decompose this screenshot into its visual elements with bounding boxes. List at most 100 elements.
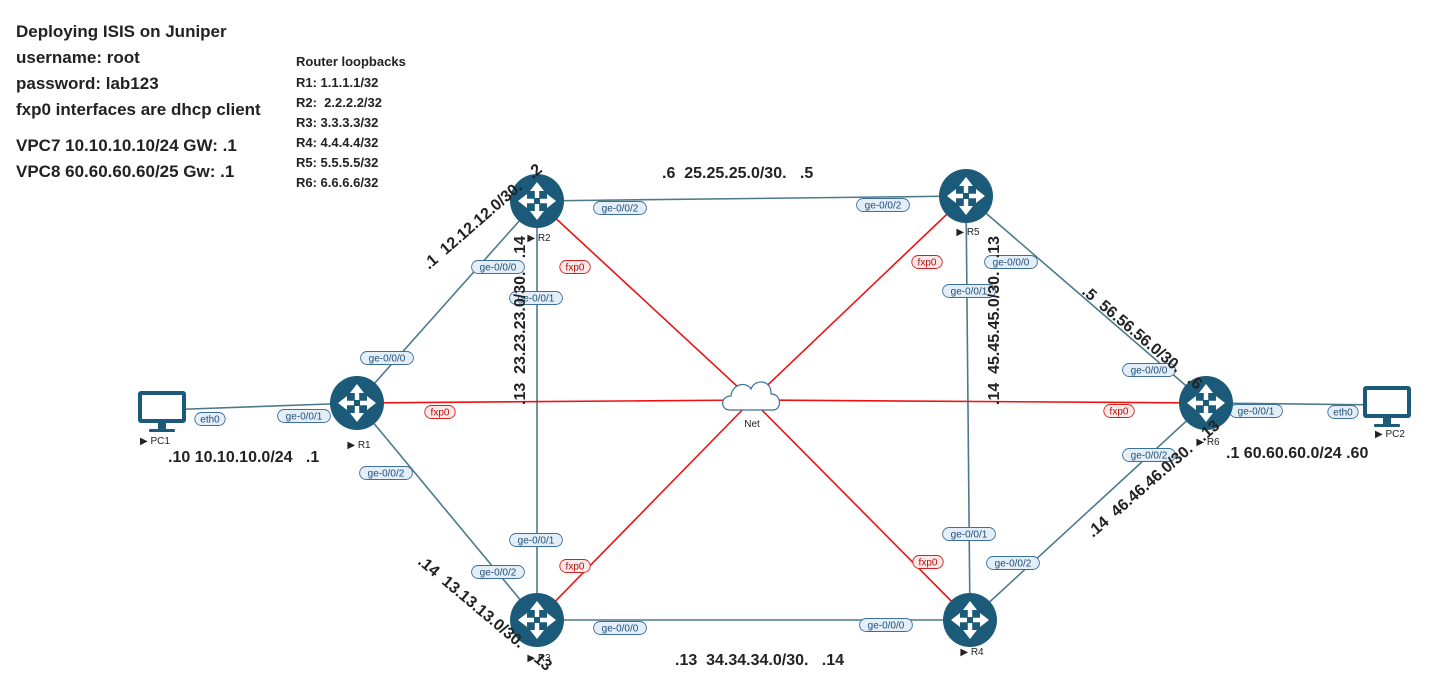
svg-text:ge-0/0/2: ge-0/0/2 xyxy=(480,568,517,579)
interface-label-eth0: eth0 xyxy=(194,412,226,426)
loopback-r5: R5: 5.5.5.5/32 xyxy=(296,155,379,170)
cloud-icon[interactable] xyxy=(722,381,781,411)
interface-label-ge-0-0-1: ge-0/0/1 xyxy=(942,527,996,541)
node-label-r3: ▶ R3 xyxy=(527,653,551,664)
link-r5-r4 xyxy=(965,195,971,621)
link-r2-net xyxy=(536,200,753,401)
interface-label-ge-0-0-1: ge-0/0/1 xyxy=(277,409,331,423)
loopback-r3: R3: 3.3.3.3/32 xyxy=(296,115,379,130)
interface-label-ge-0-0-0: ge-0/0/0 xyxy=(984,255,1038,269)
nodes-layer: ▶ PC1 ▶ R1 ▶ R2 ▶ R3 ▶ R4 ▶ R5 ▶ R6 ▶ PC2 Net xyxy=(138,169,1411,664)
interface-label-fxp0: fxp0 xyxy=(559,559,591,573)
link-r4-net xyxy=(751,399,971,621)
link-r1-r2 xyxy=(356,200,538,404)
svg-text:ge-0/0/2: ge-0/0/2 xyxy=(1131,451,1168,462)
interface-labels-layer: eth0 ge-0/0/1 ge-0/0/0 ge-0/0/0 ge-0/0/2 ge-0… xyxy=(194,198,1359,635)
router-r3-icon[interactable] xyxy=(510,593,564,647)
interface-label-ge-0-0-2: ge-0/0/2 xyxy=(593,201,647,215)
node-label-r1: ▶ R1 xyxy=(347,440,371,451)
svg-text:ge-0/0/1: ge-0/0/1 xyxy=(1238,407,1275,418)
router-r1-icon[interactable] xyxy=(330,376,384,430)
link-r2-r5 xyxy=(536,195,967,202)
svg-text:fxp0: fxp0 xyxy=(918,258,937,269)
svg-text:fxp0: fxp0 xyxy=(919,558,938,569)
svg-text:ge-0/0/1: ge-0/0/1 xyxy=(951,530,988,541)
router-r4-icon[interactable] xyxy=(943,593,997,647)
interface-label-ge-0-0-0: ge-0/0/0 xyxy=(1122,363,1176,377)
svg-text:eth0: eth0 xyxy=(1333,408,1353,419)
pc-pc1-icon[interactable] xyxy=(138,391,186,432)
lab-password: password: lab123 xyxy=(16,74,159,93)
loopback-r6: R6: 6.6.6.6/32 xyxy=(296,175,379,190)
svg-text:fxp0: fxp0 xyxy=(1110,407,1129,418)
link-pc1-r1 xyxy=(161,402,358,411)
svg-text:ge-0/0/0: ge-0/0/0 xyxy=(602,624,639,635)
lab-vpc8: VPC8 60.60.60.60/25 Gw: .1 xyxy=(16,162,235,181)
subnet-label: .1 60.60.60.0/24 .60 xyxy=(1226,445,1368,462)
link-r1-net xyxy=(356,399,753,404)
lab-fxp0-note: fxp0 interfaces are dhcp client xyxy=(16,100,261,119)
router-r6-icon[interactable] xyxy=(1179,376,1233,430)
svg-text:ge-0/0/1: ge-0/0/1 xyxy=(518,294,555,305)
svg-text:fxp0: fxp0 xyxy=(566,263,585,274)
subnet-label: .13 23.23.23.0/30. .14 xyxy=(512,236,529,405)
links-layer xyxy=(161,195,1388,621)
node-label-pc2: ▶ PC2 xyxy=(1375,429,1405,440)
lab-info: Deploying ISIS on Juniper username: root… xyxy=(16,19,261,185)
interface-label-ge-0-0-0: ge-0/0/0 xyxy=(859,618,913,632)
interface-label-ge-0-0-1: ge-0/0/1 xyxy=(509,533,563,547)
subnet-label: .6 25.25.25.0/30. .5 xyxy=(662,165,813,182)
loopbacks-heading: Router loopbacks xyxy=(296,54,406,69)
link-r5-net xyxy=(751,195,967,401)
subnet-label: .10 10.10.10.0/24 .1 xyxy=(168,449,319,466)
lab-title: Deploying ISIS on Juniper xyxy=(16,22,227,41)
interface-label-ge-0-0-0: ge-0/0/0 xyxy=(360,351,414,365)
svg-text:ge-0/0/1: ge-0/0/1 xyxy=(286,412,323,423)
router-r2-icon[interactable] xyxy=(510,174,564,228)
interface-label-ge-0-0-0: ge-0/0/0 xyxy=(471,260,525,274)
interface-label-ge-0-0-2: ge-0/0/2 xyxy=(986,556,1040,570)
svg-text:ge-0/0/0: ge-0/0/0 xyxy=(1131,366,1168,377)
node-label-r5: ▶ R5 xyxy=(956,227,980,238)
link-r6-net xyxy=(751,399,1207,404)
interface-label-eth0: eth0 xyxy=(1327,405,1359,419)
svg-text:ge-0/0/2: ge-0/0/2 xyxy=(602,204,639,215)
link-r4-r6 xyxy=(969,402,1207,621)
subnet-label: .14 46.46.46.0/30. .13 xyxy=(1084,417,1223,541)
lab-vpc7: VPC7 10.10.10.10/24 GW: .1 xyxy=(16,136,237,155)
svg-text:ge-0/0/1: ge-0/0/1 xyxy=(951,287,988,298)
router-loopbacks: Router loopbacks R1: 1.1.1.1/32 R2: 2.2.… xyxy=(296,52,406,193)
node-label-r4: ▶ R4 xyxy=(960,647,984,658)
svg-text:fxp0: fxp0 xyxy=(566,562,585,573)
interface-label-ge-0-0-2: ge-0/0/2 xyxy=(359,466,413,480)
interface-label-ge-0-0-0: ge-0/0/0 xyxy=(593,621,647,635)
subnet-label: .14 45.45.45.0/30. .13 xyxy=(986,236,1003,405)
router-r5-icon[interactable] xyxy=(939,169,993,223)
svg-text:ge-0/0/2: ge-0/0/2 xyxy=(368,469,405,480)
interface-label-ge-0-0-1: ge-0/0/1 xyxy=(942,284,996,298)
loopback-r2: R2: 2.2.2.2/32 xyxy=(296,95,382,110)
interface-label-ge-0-0-2: ge-0/0/2 xyxy=(1122,448,1176,462)
interface-label-ge-0-0-2: ge-0/0/2 xyxy=(856,198,910,212)
node-label-r2: ▶ R2 xyxy=(527,233,551,244)
interface-label-ge-0-0-1: ge-0/0/1 xyxy=(1229,404,1283,418)
link-r1-r3 xyxy=(356,402,538,621)
interface-label-fxp0: fxp0 xyxy=(912,555,944,569)
node-label-net: Net xyxy=(744,419,760,430)
loopback-r1: R1: 1.1.1.1/32 xyxy=(296,75,379,90)
svg-text:ge-0/0/0: ge-0/0/0 xyxy=(993,258,1030,269)
svg-text:ge-0/0/0: ge-0/0/0 xyxy=(369,354,406,365)
interface-label-fxp0: fxp0 xyxy=(559,260,591,274)
svg-text:eth0: eth0 xyxy=(200,415,220,426)
subnet-label: .13 34.34.34.0/30. .14 xyxy=(675,652,844,669)
node-label-pc1: ▶ PC1 xyxy=(140,436,170,447)
svg-text:ge-0/0/2: ge-0/0/2 xyxy=(995,559,1032,570)
pc-pc2-icon[interactable] xyxy=(1363,386,1411,427)
node-label-r6: ▶ R6 xyxy=(1196,437,1220,448)
interface-label-fxp0: fxp0 xyxy=(424,405,456,419)
svg-text:ge-0/0/1: ge-0/0/1 xyxy=(518,536,555,547)
lab-username: username: root xyxy=(16,48,140,67)
link-r6-pc2 xyxy=(1205,402,1388,406)
loopback-r4: R4: 4.4.4.4/32 xyxy=(296,135,379,150)
